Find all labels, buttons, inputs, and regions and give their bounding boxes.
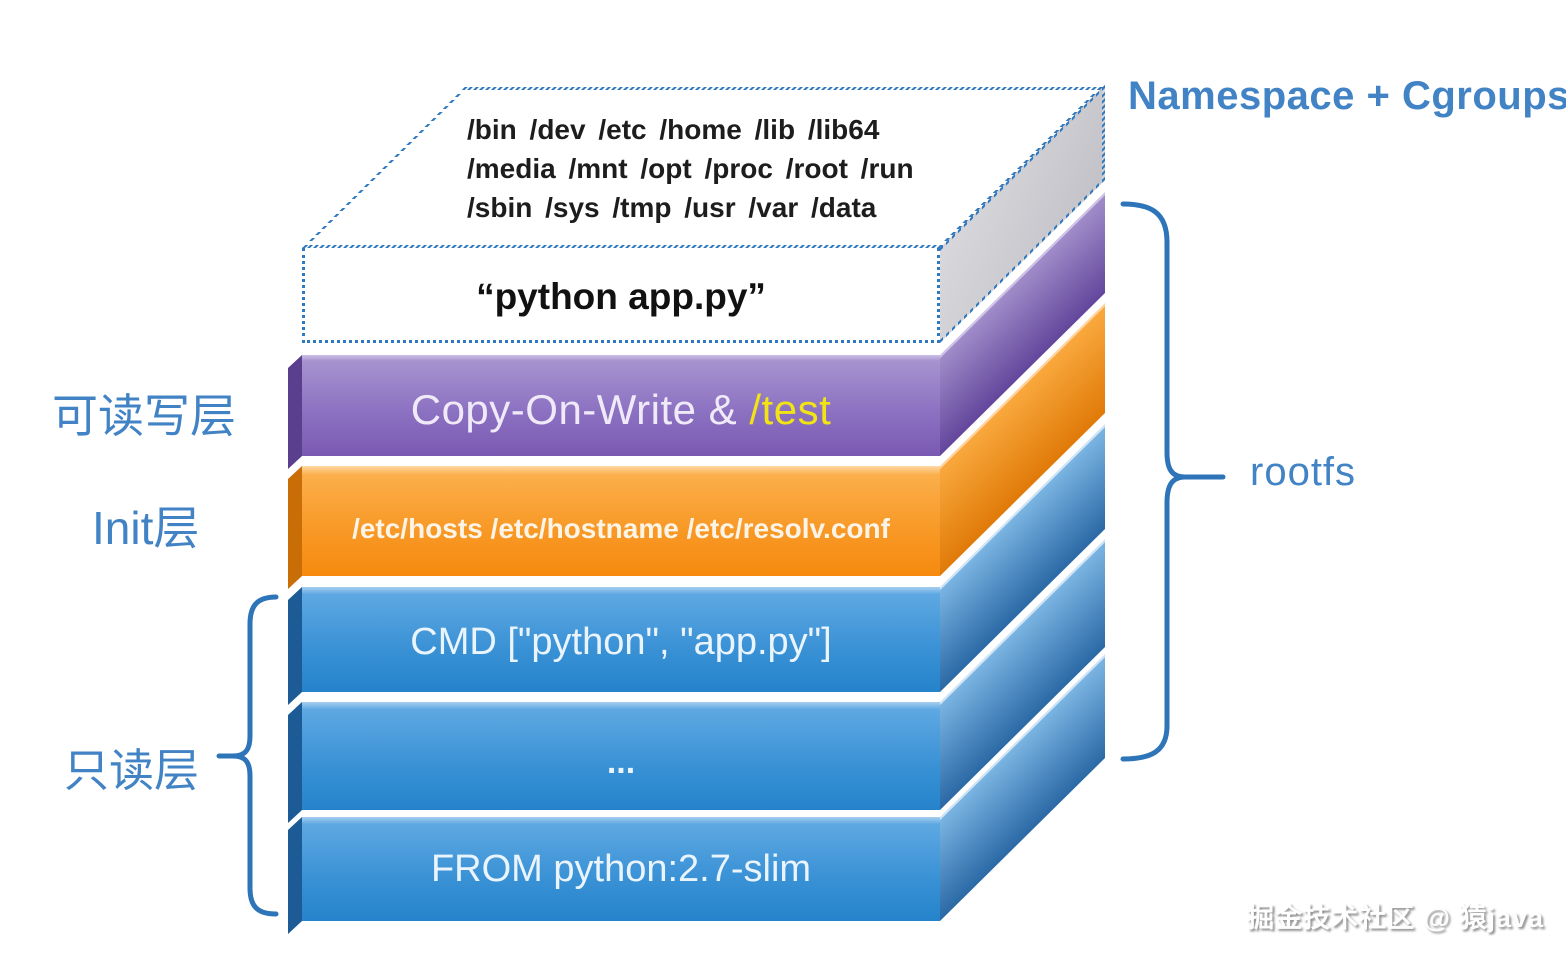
layer-from-left-bevel — [288, 817, 302, 935]
right-brace — [1120, 201, 1226, 762]
layer-ellipsis-text: ... — [606, 742, 636, 781]
label-namespace-cgroups: Namespace + Cgroups — [1128, 74, 1566, 118]
label-rootfs: rootfs — [1250, 450, 1357, 494]
filesystem-paths-line: /media /mnt /opt /proc /root /run — [467, 153, 914, 184]
left-brace — [216, 594, 279, 917]
test-mount-highlight: /test — [749, 385, 832, 433]
filesystem-paths-line: /sbin /sys /tmp /usr /var /data — [467, 192, 877, 223]
filesystem-paths-line: /bin /dev /etc /home /lib /lib64 — [467, 114, 880, 145]
layer-from-front-face: FROM python:2.7-slim — [302, 817, 940, 921]
layer-copy-on-write-text: Copy-On-Write & /test — [410, 385, 832, 433]
layer-ellipsis-front-face: ... — [302, 702, 940, 810]
watermark: 掘金技术社区 @ 猿java — [1247, 903, 1544, 933]
label-read-write-layer: 可读写层 — [52, 390, 236, 442]
layer-init-left-bevel — [288, 466, 302, 590]
layer-ellipsis-left-bevel — [288, 702, 302, 824]
layer-init-text: /etc/hosts /etc/hostname /etc/resolv.con… — [352, 513, 890, 544]
layer-cmd-left-bevel — [288, 587, 302, 706]
label-init-layer: Init层 — [92, 502, 200, 554]
layer-cmd-front-face: CMD ["python", "app.py"] — [302, 587, 940, 692]
layer-cmd-text: CMD ["python", "app.py"] — [410, 621, 832, 663]
layer-init-front-face: /etc/hosts /etc/hostname /etc/resolv.con… — [302, 466, 940, 576]
layer-copy-on-write-front-face: Copy-On-Write & /test — [302, 355, 940, 456]
filesystem-paths: /bin /dev /etc /home /lib /lib64 /media … — [467, 110, 914, 227]
layer-from-text: FROM python:2.7-slim — [430, 847, 812, 890]
layer-copy-on-write-left-bevel — [288, 355, 302, 470]
label-read-only-layer: 只读层 — [64, 745, 200, 796]
namespace-box-front-face: “python app.py” — [302, 248, 940, 343]
container-command: “python app.py” — [476, 276, 766, 317]
